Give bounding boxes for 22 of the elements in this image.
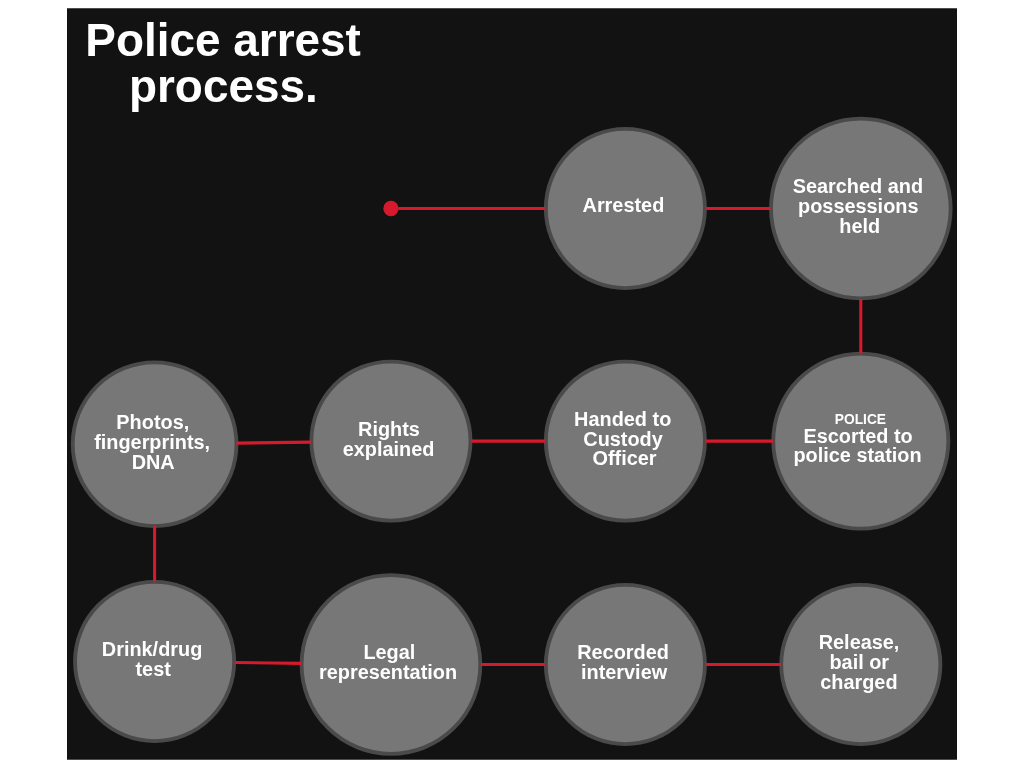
node-circle: Rights explained: [309, 359, 473, 523]
diagram-title: Police arrest process.: [85, 13, 361, 112]
node-circle: POLICE Escorted to police station: [771, 351, 951, 531]
connector: [398, 207, 546, 211]
node-circle: [383, 200, 399, 217]
node-circle: Searched and possessions held: [769, 116, 953, 301]
node-circle: Release, bail or charged: [779, 583, 943, 747]
connector: [236, 440, 312, 445]
connector: [859, 299, 863, 354]
connector: [705, 207, 771, 211]
node-circle: Legal representation: [299, 573, 483, 756]
node-circle: Recorded interview: [543, 583, 707, 747]
connector: [234, 660, 302, 665]
node-circle: Arrested: [543, 127, 707, 290]
connector: [480, 663, 546, 667]
connector: [705, 439, 774, 443]
connector: [705, 663, 782, 667]
connector: [470, 439, 546, 443]
connector: [153, 525, 157, 582]
node-circle: Drink/drug test: [73, 580, 237, 743]
node-circle: Photos, fingerprints, DNA: [70, 360, 239, 528]
node-circle: Handed to Custody Officer: [543, 359, 707, 523]
